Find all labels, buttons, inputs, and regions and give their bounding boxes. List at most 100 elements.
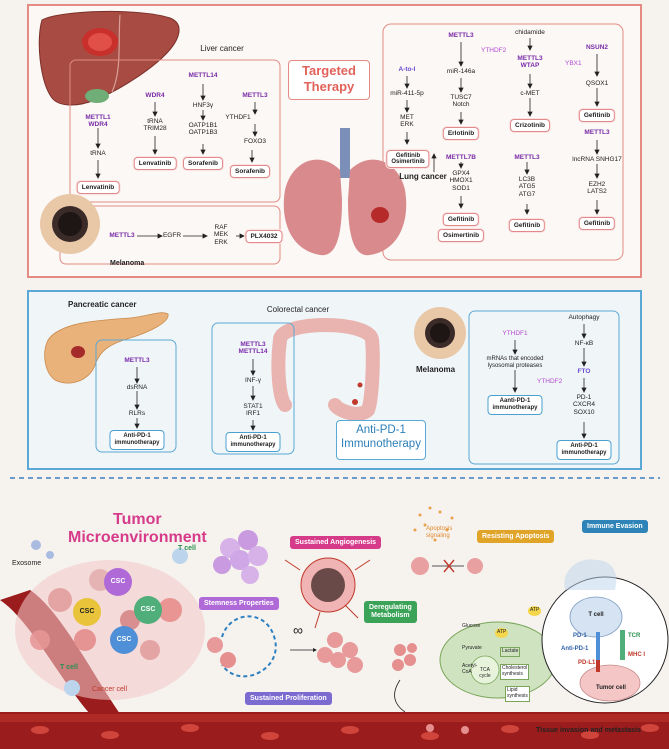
crizotinib-box: Crizotinib	[510, 119, 550, 132]
tme-title: Tumor Microenvironment	[68, 511, 207, 546]
csc-1	[104, 568, 132, 596]
sorafenib-box-2: Sorafenib	[230, 165, 270, 178]
metabolism-pill: Deregulating Metabolism	[364, 601, 417, 624]
mid-ythdf1: YTHDF1	[502, 330, 528, 337]
q2-reader: YTHDF2	[481, 47, 507, 54]
colon-illustration	[273, 318, 380, 421]
lungs-illustration	[283, 159, 342, 256]
q7-enzyme: METTL3	[584, 129, 610, 136]
q3-drug-pre: chidamide	[515, 29, 545, 36]
sorafenib-box-1: Sorafenib	[183, 157, 223, 170]
mid-immuno-box-2: Anti-PD-1 immunotherapy	[556, 440, 612, 460]
colorectal-stat: STAT1 IRF1	[243, 403, 263, 418]
q5-targets: GPX4 HMOX1 SOD1	[449, 170, 473, 192]
p2-targets: tRNA TRIM28	[143, 118, 167, 133]
mid-mrnas: mRNAs that encoded lysosomal proteases	[486, 356, 544, 369]
acetyl-coa-label: Acetyl- CoA	[462, 663, 478, 675]
pancreatic-rlrs: RLRs	[128, 410, 146, 417]
gefitinib-box-q7: Gefitinib	[578, 217, 616, 230]
exosome-label: Exosome	[12, 560, 42, 567]
sustained-angiogenesis-pill: Sustained Angiogenesis	[290, 536, 382, 549]
q1-mirna: miR-411-5p	[390, 90, 424, 97]
p1-target: tRNA	[90, 150, 106, 157]
tca-label: TCA cycle	[479, 667, 491, 679]
mid-ythdf2: YTHDF2	[537, 378, 563, 385]
targeted-therapy-title-text: Targeted Therapy	[302, 63, 356, 94]
colorectal-label: Colorectal cancer	[266, 305, 330, 314]
csc-2	[73, 598, 101, 626]
q5-enzyme: METTL7B	[446, 154, 476, 161]
csc-label-1: CSC	[110, 578, 126, 585]
pancreas-illustration	[44, 312, 169, 384]
q7-lncrna: lncRNA SNHG17	[572, 156, 622, 163]
melanoma-label-mid: Melanoma	[416, 365, 456, 374]
csc-3	[134, 596, 162, 624]
anti-pd1-label: Anti-PD-1	[561, 646, 589, 652]
glucose-label: Glucose	[462, 623, 481, 629]
proliferation-pill: Sustained Proliferation	[245, 692, 332, 705]
melanoma-label-top: Melanoma	[110, 260, 145, 267]
lactate-label: Lactate	[500, 647, 521, 657]
mhc-label: MHC I	[628, 652, 645, 658]
lenvatinib-box-1: Lenvatinib	[76, 181, 120, 194]
melanoma-egfr: EGFR	[162, 232, 182, 239]
q4-reader: YBX1	[565, 60, 582, 67]
anti-pd1-title	[336, 420, 426, 460]
q4-target: QSOX1	[585, 80, 609, 87]
apoptosis-signal-label: Apoptosis signaling	[426, 526, 453, 539]
stemness-cluster	[213, 530, 268, 584]
anti-pd1-title-text: Anti-PD-1 Immunotherapy	[341, 424, 421, 451]
pancreatic-enzyme: METTL3	[124, 357, 150, 364]
q2-enzyme: METTL3	[448, 32, 474, 39]
tcell-label-top: T cell	[178, 545, 196, 552]
p3-transporters: OATP1B1 OATP1B3	[188, 122, 218, 137]
immune-evasion-pill: Immune Evasion	[582, 520, 648, 533]
p3-enzyme: METTL14	[188, 72, 218, 79]
q5-gefitinib: Gefitinib	[442, 213, 480, 226]
pdl1-label: PD-L1	[578, 660, 596, 666]
infinity-symbol: ∞	[293, 622, 303, 638]
q4-enzyme: NSUN2	[585, 44, 609, 51]
p4-target: FOXO3	[243, 138, 267, 145]
colorectal-inf: INF-γ	[245, 377, 261, 384]
stemness-pill: Stemness Properties	[199, 597, 279, 610]
tme-cluster	[15, 560, 205, 700]
liver-cancer-label: Liver cancer	[200, 44, 244, 53]
p4-reader: YTHDF1	[225, 114, 251, 121]
q6-targets: LC3B ATG5 ATG7	[518, 176, 536, 198]
atp-1: ATP	[495, 628, 509, 638]
q2-mirna: miR-146a	[446, 68, 476, 75]
liver-illustration	[38, 10, 180, 106]
mid-nfkb: NF-κB	[574, 340, 594, 347]
csc-label-3: CSC	[140, 606, 156, 613]
mid-autophagy: Autophagy	[568, 314, 600, 321]
plx4032-box: PLX4032	[245, 230, 283, 243]
tumor-cell-label: Tumor cell	[596, 685, 626, 691]
atp-2: ATP	[528, 606, 542, 616]
csc-label-4: CSC	[116, 636, 132, 643]
q3-target: c-MET	[520, 90, 540, 97]
q1-targets: MET ERK	[400, 114, 414, 129]
pyruvate-label: Pyruvate	[462, 645, 482, 651]
pancreatic-dsrna: dsRNA	[126, 384, 148, 391]
erlotinib-box: Erlotinib	[442, 127, 480, 140]
q6-enzyme: METTL3	[514, 154, 540, 161]
colorectal-immuno-box: Anti-PD-1 immunotherapy	[225, 432, 281, 452]
mid-pd1-targets: PD-1 CXCR4 SOX10	[572, 394, 596, 416]
mid-fto: FTO	[577, 368, 591, 375]
q2-targets: TUSC7 Notch	[450, 94, 472, 109]
tcell-label-bottom: T cell	[60, 664, 78, 671]
invasion-label: Tissue invasion and metastasis	[536, 727, 641, 734]
resisting-apoptosis-pill: Resisting Apoptosis	[477, 530, 555, 543]
targeted-therapy-title	[288, 60, 370, 100]
tcr-label: TCR	[628, 633, 641, 639]
gefitinib-box-q4: Gefitinib	[578, 109, 616, 122]
pancreatic-label: Pancreatic cancer	[68, 300, 137, 309]
p4-enzyme: METTL3	[242, 92, 268, 99]
p3-factor: HNF3γ	[192, 102, 214, 109]
colorectal-enzymes: METTL3 METTL14	[238, 341, 268, 356]
